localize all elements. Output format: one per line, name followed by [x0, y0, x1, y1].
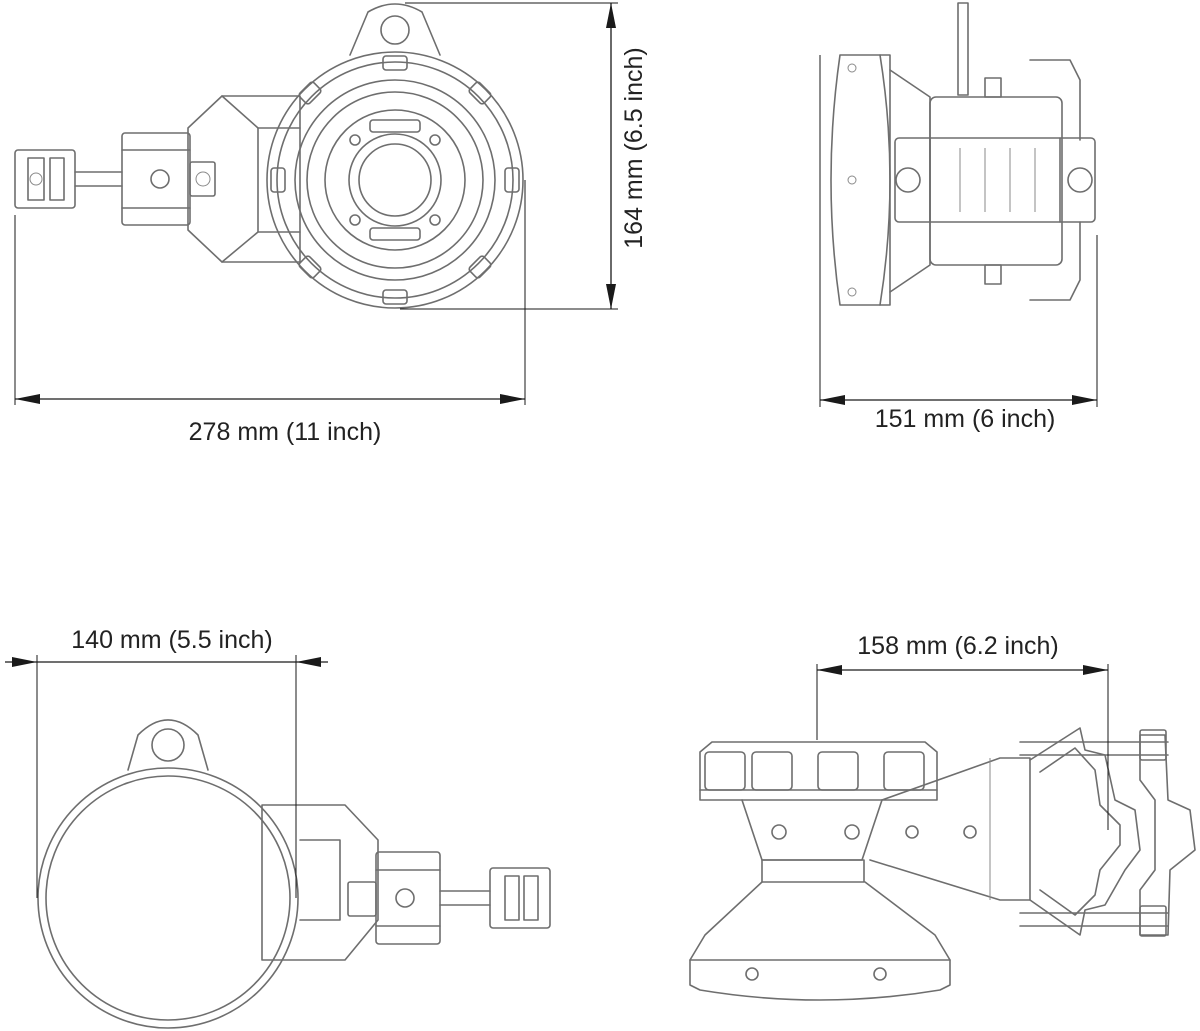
side-view [830, 2, 1096, 306]
front-width-label: 278 mm (11 inch) [189, 418, 382, 446]
top-view [37, 719, 551, 1029]
side-depth-label: 151 mm (6 inch) [875, 405, 1056, 433]
top-diameter-dimension [5, 655, 328, 898]
front-view [14, 3, 524, 309]
profile-length-dimension [816, 664, 1109, 830]
profile-length-label: 158 mm (6.2 inch) [857, 632, 1058, 660]
front-height-dimension [400, 2, 618, 310]
front-height-label: 164 mm (6.5 inch) [620, 47, 648, 248]
front-width-dimension [14, 180, 526, 405]
profile-view [689, 727, 1196, 1001]
side-depth-dimension [819, 55, 1098, 407]
top-diameter-label: 140 mm (5.5 inch) [71, 626, 272, 654]
